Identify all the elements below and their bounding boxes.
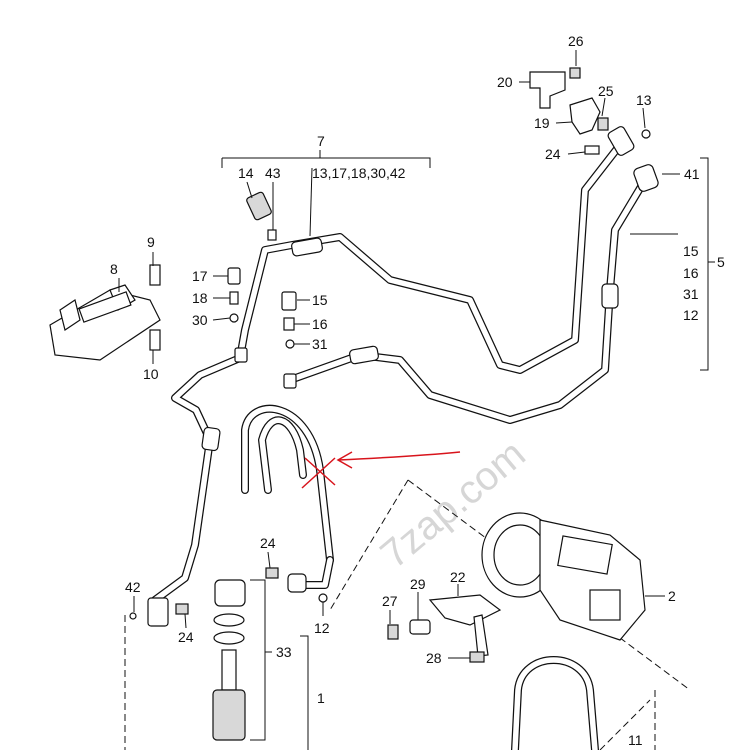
label-11: 11 bbox=[628, 732, 643, 748]
bracket-assembly-left bbox=[49, 264, 161, 361]
label-10: 10 bbox=[143, 366, 159, 382]
compressor bbox=[481, 512, 646, 641]
label-29: 29 bbox=[410, 576, 426, 592]
label-17: 17 bbox=[192, 268, 208, 284]
label-33: 33 bbox=[276, 644, 292, 660]
label-28: 28 bbox=[426, 650, 442, 666]
label-15-right: 15 bbox=[683, 243, 699, 259]
label-25: 25 bbox=[598, 83, 614, 99]
label-42: 42 bbox=[125, 579, 141, 595]
label-20: 20 bbox=[497, 74, 513, 90]
label-24-left: 24 bbox=[178, 629, 194, 645]
label-14: 14 bbox=[238, 165, 254, 181]
dashed-boundaries bbox=[124, 479, 691, 750]
label-7: 7 bbox=[317, 133, 325, 149]
label-31-right: 31 bbox=[683, 286, 699, 302]
label-18: 18 bbox=[192, 290, 208, 306]
compressor-bracket bbox=[387, 594, 502, 663]
label-16-left: 16 bbox=[312, 316, 328, 332]
label-41: 41 bbox=[684, 166, 700, 182]
label-27: 27 bbox=[382, 593, 398, 609]
label-19: 19 bbox=[534, 115, 550, 131]
pipe-fittings bbox=[147, 126, 659, 627]
label-16-right: 16 bbox=[683, 265, 699, 281]
callout-lines bbox=[118, 50, 715, 750]
label-7-sub: 13,17,18,30,42 bbox=[312, 165, 406, 181]
label-8: 8 bbox=[110, 261, 118, 277]
label-24-mid: 24 bbox=[260, 535, 276, 551]
receiver-drier bbox=[212, 579, 246, 741]
label-31-left: 31 bbox=[312, 336, 328, 352]
label-2: 2 bbox=[668, 588, 676, 604]
label-43: 43 bbox=[265, 165, 281, 181]
label-30: 30 bbox=[192, 312, 208, 328]
label-5: 5 bbox=[717, 254, 725, 270]
bracket-assembly-top-right bbox=[529, 67, 651, 155]
valve-fittings bbox=[227, 191, 297, 349]
label-12-right: 12 bbox=[683, 307, 699, 323]
label-22: 22 bbox=[450, 569, 466, 585]
label-12-mid: 12 bbox=[314, 620, 330, 636]
label-15-left: 15 bbox=[312, 292, 328, 308]
label-13: 13 bbox=[636, 92, 652, 108]
label-1: 1 bbox=[317, 690, 325, 706]
red-annotation bbox=[301, 451, 461, 489]
label-9: 9 bbox=[147, 234, 155, 250]
label-26: 26 bbox=[568, 33, 584, 49]
label-24-top: 24 bbox=[545, 146, 561, 162]
part-labels: 26 20 25 13 19 24 41 7 13,17,18,30,42 14… bbox=[110, 33, 725, 748]
